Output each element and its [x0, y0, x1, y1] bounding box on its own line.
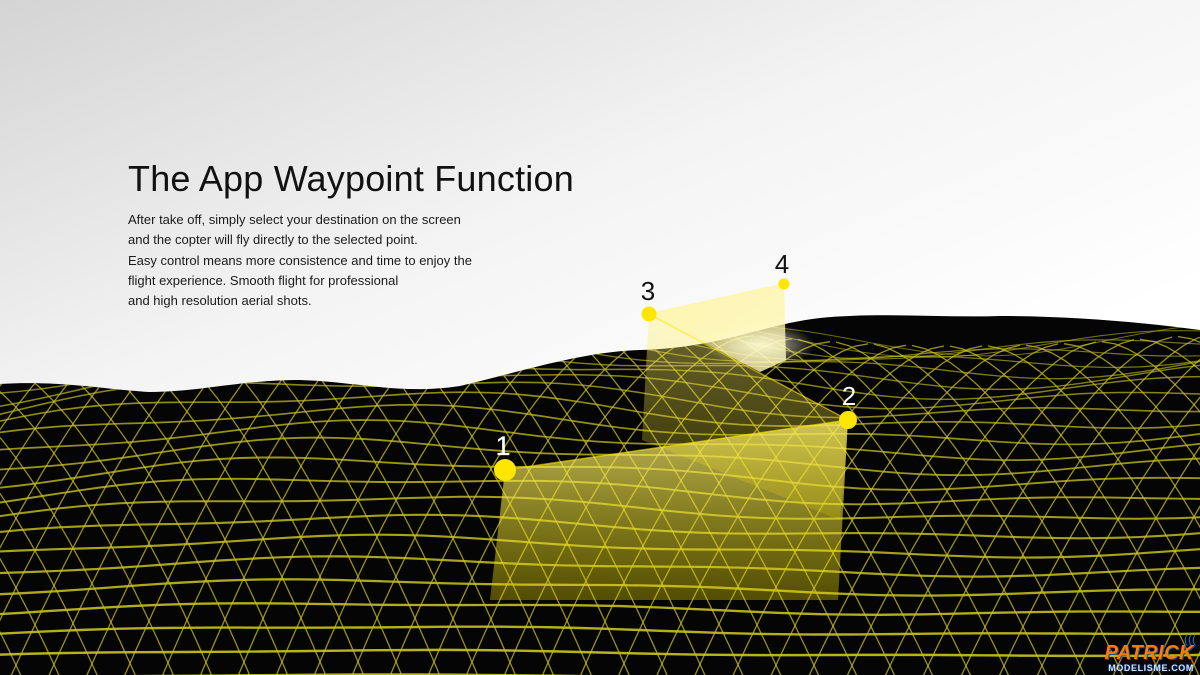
description-line-3: Easy control means more consistence and … — [128, 252, 472, 268]
watermark-logo: ((( PATRICK MODELISME.COM — [1090, 632, 1200, 675]
watermark-brand-top: PATRICK — [1104, 642, 1194, 664]
path-2-3 — [648, 313, 849, 421]
grid-line — [797, 343, 1059, 675]
waypoint-glow — [705, 323, 815, 367]
grid-line — [0, 374, 71, 675]
grid-line — [0, 602, 1200, 617]
grid-line — [0, 625, 1200, 636]
path-3-4 — [648, 283, 785, 315]
signal-wave-icon: ((( — [1184, 632, 1196, 646]
page-title: The App Waypoint Function — [128, 158, 574, 199]
grid-line — [0, 436, 1200, 477]
grid-line — [911, 336, 1173, 675]
grid-line — [721, 345, 983, 675]
waypoint-markers: 1 2 3 4 — [494, 249, 857, 481]
grid-line — [1139, 321, 1200, 675]
feature-description: After take off, simply select your desti… — [128, 210, 472, 311]
waypoint-2-label: 2 — [842, 381, 856, 411]
waypoint-1-label: 1 — [495, 431, 510, 461]
waypoint-3-dot[interactable] — [641, 306, 657, 322]
description-line-4: flight experience. Smooth flight for pro… — [128, 272, 399, 288]
waypoint-1-dot[interactable] — [494, 459, 516, 481]
watermark-brand-bottom: MODELISME.COM — [1108, 663, 1194, 673]
waypoint-4-label: 4 — [775, 249, 789, 279]
grid-line — [987, 330, 1200, 675]
grid-line — [873, 339, 1135, 675]
grid-line — [1101, 323, 1200, 675]
description-line-5: and high resolution aerial shots. — [128, 293, 312, 309]
grid-line — [835, 341, 1097, 675]
waypoint-2-dot[interactable] — [839, 411, 857, 429]
grid-line — [1101, 341, 1200, 675]
grid-line — [1025, 328, 1200, 675]
grid-line — [0, 648, 1200, 658]
waypoint-4-dot[interactable] — [778, 278, 790, 290]
grid-line — [759, 344, 1021, 675]
grid-line — [0, 403, 1200, 446]
grid-line — [0, 419, 1200, 461]
grid-line — [0, 368, 109, 675]
grid-line — [1063, 325, 1200, 675]
path-1-2 — [504, 419, 849, 471]
waypoint-3-label: 3 — [641, 276, 655, 306]
beam-2-3 — [642, 314, 848, 520]
description-line-1: After take off, simply select your desti… — [128, 212, 461, 227]
grid-line — [1139, 338, 1200, 675]
grid-line — [949, 333, 1200, 675]
description-line-2: and the copter will fly directly to the … — [128, 232, 418, 248]
flight-path — [490, 283, 849, 600]
